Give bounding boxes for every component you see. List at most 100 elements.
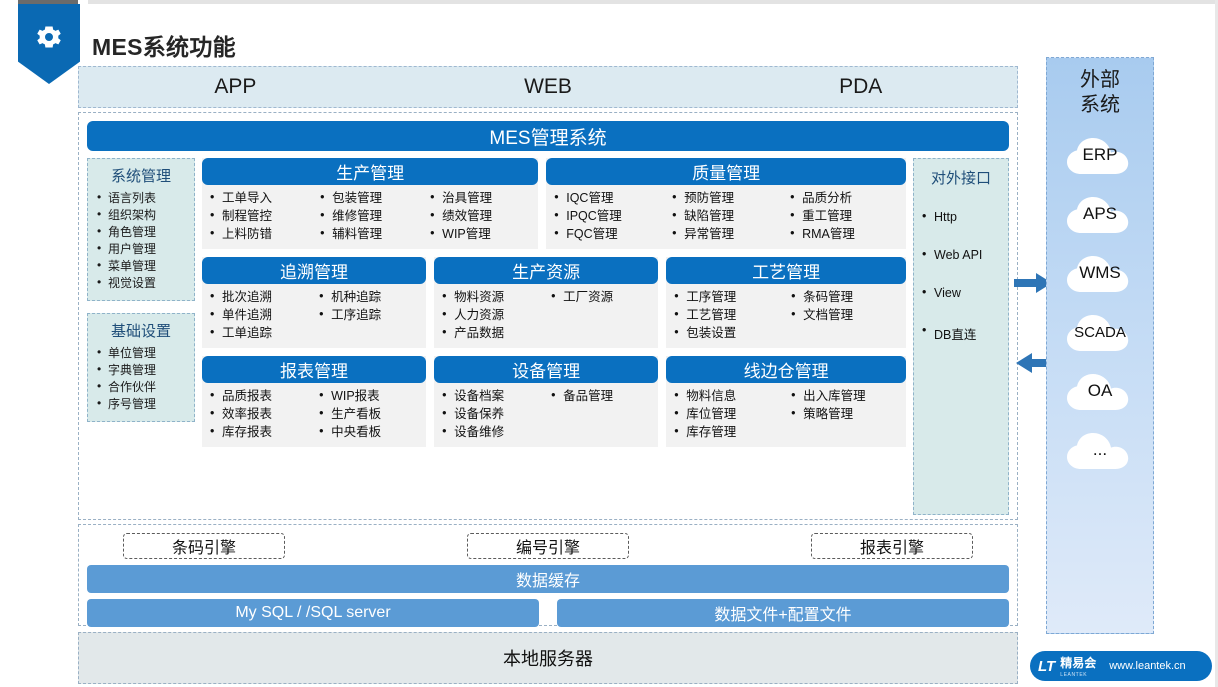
list-item[interactable]: 效率报表 (206, 404, 313, 423)
channel-bar: APP WEB PDA (78, 66, 1018, 108)
cloud-aps[interactable]: APS (1059, 191, 1141, 237)
list-item[interactable]: 包装管理 (316, 188, 424, 207)
list-item[interactable]: 人力资源 (438, 305, 545, 324)
list-item[interactable]: FQC管理 (550, 224, 666, 243)
list-item[interactable]: 包装设置 (670, 323, 785, 342)
module-line-warehouse-management: 线边仓管理 物料信息 库位管理 库存管理 出入库管理 策略管理 (666, 356, 907, 447)
list-item[interactable]: 组织架构 (92, 206, 190, 224)
module-row-1: 生产管理 工单导入 制程管控 上料防错 包装管理 维修管理 辅料管理 (202, 158, 906, 249)
module-quality-management: 质量管理 IQC管理 IPQC管理 FQC管理 预防管理 缺陷管理 异常管理 (546, 158, 906, 249)
right-edge-border (1215, 0, 1218, 687)
list-item[interactable]: 用户管理 (92, 240, 190, 258)
channel-web: WEB (524, 75, 572, 98)
cloud-oa[interactable]: OA (1059, 368, 1141, 414)
list-item[interactable]: 产品数据 (438, 323, 545, 342)
interface-list: Http Web API View DB直连 (918, 209, 1004, 343)
list-item[interactable]: 物料信息 (670, 386, 785, 405)
cloud-icon (1067, 197, 1129, 233)
list-item[interactable]: 上料防错 (206, 224, 314, 243)
engine-report[interactable]: 报表引擎 (811, 533, 973, 559)
list-item[interactable]: 工单追踪 (206, 323, 313, 342)
list-item[interactable]: 语言列表 (92, 189, 190, 207)
cloud-label: WMS (1079, 263, 1121, 282)
list-item[interactable]: WIP报表 (315, 386, 422, 405)
module-title: 设备管理 (434, 356, 659, 383)
module-title: 线边仓管理 (666, 356, 907, 383)
list-item[interactable]: 设备保养 (438, 404, 545, 423)
list-item[interactable]: 品质报表 (206, 386, 313, 405)
list-item[interactable]: 制程管控 (206, 206, 314, 225)
list-item[interactable]: 维修管理 (316, 206, 424, 225)
list-item[interactable]: 菜单管理 (92, 257, 190, 275)
engine-barcode[interactable]: 条码引擎 (123, 533, 285, 559)
list-item[interactable]: 策略管理 (787, 404, 902, 423)
list-item[interactable]: 设备档案 (438, 386, 545, 405)
list-item[interactable]: Web API (918, 247, 1004, 262)
arrow-right-icon (1014, 273, 1052, 293)
list-item[interactable]: 序号管理 (92, 395, 190, 413)
list-item[interactable]: 工序管理 (670, 287, 785, 306)
module-col: 治具管理 绩效管理 WIP管理 (426, 188, 534, 243)
cloud-erp[interactable]: ERP (1059, 132, 1141, 178)
list-item[interactable]: 物料资源 (438, 287, 545, 306)
list-item[interactable]: View (918, 285, 1004, 300)
list-item[interactable]: 字典管理 (92, 361, 190, 379)
list-item[interactable]: 角色管理 (92, 223, 190, 241)
list-item[interactable]: 库存报表 (206, 422, 313, 441)
list-item[interactable]: 工厂资源 (547, 287, 654, 306)
list-item[interactable]: 工艺管理 (670, 305, 785, 324)
module-title: 追溯管理 (202, 257, 427, 284)
list-item[interactable]: 批次追溯 (206, 287, 313, 306)
cloud-label: ... (1092, 440, 1108, 459)
list-item[interactable]: 视觉设置 (92, 274, 190, 292)
list-item[interactable]: 条码管理 (787, 287, 902, 306)
list-item[interactable]: 治具管理 (426, 188, 534, 207)
module-process-management: 工艺管理 工序管理 工艺管理 包装设置 条码管理 文档管理 (666, 257, 907, 348)
list-item[interactable]: 文档管理 (787, 305, 902, 324)
cloud-wms[interactable]: WMS (1059, 250, 1141, 296)
cloud-label: OA (1087, 381, 1113, 400)
list-item[interactable]: 绩效管理 (426, 206, 534, 225)
list-item[interactable]: 备品管理 (547, 386, 654, 405)
list-item[interactable]: RMA管理 (786, 224, 902, 243)
list-item[interactable]: 中央看板 (315, 422, 422, 441)
modules-column: 生产管理 工单导入 制程管控 上料防错 包装管理 维修管理 辅料管理 (202, 158, 907, 515)
list-item[interactable]: 设备维修 (438, 422, 545, 441)
list-item[interactable]: 工单导入 (206, 188, 314, 207)
list-item[interactable]: 缺陷管理 (668, 206, 784, 225)
list-item[interactable]: 合作伙伴 (92, 378, 190, 396)
mes-system-box: MES管理系统 系统管理 语言列表 组织架构 角色管理 用户管理 菜单管理 视觉… (78, 112, 1018, 520)
list-item[interactable]: 重工管理 (786, 206, 902, 225)
module-traceability-management: 追溯管理 批次追溯 单件追溯 工单追踪 机种追踪 工序追踪 (202, 257, 427, 348)
list-item[interactable]: WIP管理 (426, 224, 534, 243)
database-files: 数据文件+配置文件 (557, 599, 1009, 627)
list-item[interactable]: 生产看板 (315, 404, 422, 423)
list-item[interactable]: 库存管理 (670, 422, 785, 441)
module-production-management: 生产管理 工单导入 制程管控 上料防错 包装管理 维修管理 辅料管理 (202, 158, 539, 249)
list-item[interactable]: 单位管理 (92, 344, 190, 362)
brand-mark: LT (1038, 657, 1056, 675)
cloud-label: APS (1082, 204, 1118, 223)
footer-brand-logo[interactable]: LT 精易会 LEANTEK www.leantek.cn (1030, 651, 1212, 681)
engine-numbering[interactable]: 编号引擎 (467, 533, 629, 559)
list-item[interactable]: 辅料管理 (316, 224, 424, 243)
list-item[interactable]: IQC管理 (550, 188, 666, 207)
list-item[interactable]: 异常管理 (668, 224, 784, 243)
list-item[interactable]: DB直连 (918, 323, 1004, 343)
cloud-scada[interactable]: SCADA (1059, 309, 1141, 355)
list-item[interactable]: 出入库管理 (787, 386, 902, 405)
channel-app: APP (214, 75, 257, 98)
list-item[interactable]: 库位管理 (670, 404, 785, 423)
list-item[interactable]: Http (918, 209, 1004, 224)
list-item[interactable]: 单件追溯 (206, 305, 313, 324)
cloud-more[interactable]: ... (1059, 427, 1141, 473)
list-item[interactable]: 机种追踪 (315, 287, 422, 306)
cloud-icon (1067, 433, 1129, 469)
list-item[interactable]: 品质分析 (786, 188, 902, 207)
module-col: 预防管理 缺陷管理 异常管理 (668, 188, 784, 243)
module-title: 工艺管理 (666, 257, 907, 284)
module-col: WIP报表 生产看板 中央看板 (315, 386, 422, 441)
list-item[interactable]: 预防管理 (668, 188, 784, 207)
list-item[interactable]: IPQC管理 (550, 206, 666, 225)
list-item[interactable]: 工序追踪 (315, 305, 422, 324)
